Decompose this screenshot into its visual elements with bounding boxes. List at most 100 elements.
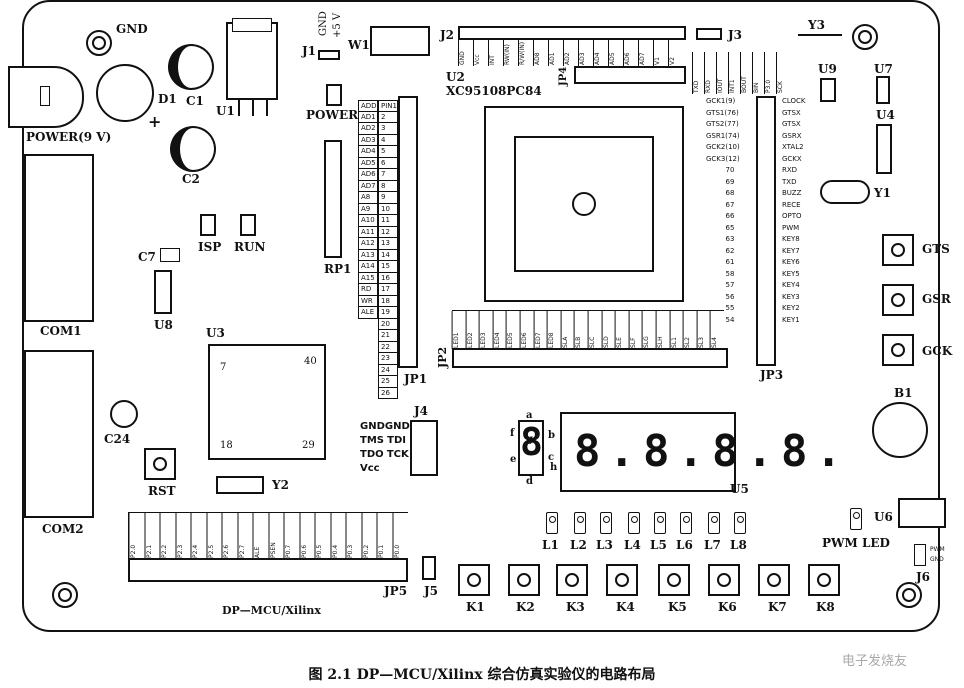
jp4-pin-3: INT1 <box>728 52 740 94</box>
single-seven-segment <box>518 420 544 476</box>
j2-pin-13: V1 <box>653 40 668 66</box>
key-k5-button[interactable] <box>658 564 690 596</box>
jp2-pin-9: SLB <box>574 311 588 349</box>
jp3-left-2: GTS2(77) <box>706 120 739 128</box>
jp2-pin-5: LED6 <box>519 311 534 349</box>
jp2-pin-10: SLC <box>587 311 602 349</box>
key-k3-label: K3 <box>566 600 585 614</box>
key-k4-button[interactable] <box>606 564 638 596</box>
j4-vcc-row: Vcc <box>358 462 410 476</box>
led-l2-label: L2 <box>570 538 587 552</box>
potentiometer-w1[interactable] <box>370 26 430 56</box>
y3-label: Y3 <box>808 18 825 32</box>
jp5-label: JP5 <box>384 584 408 598</box>
jp1-right-9: 10 <box>378 203 398 215</box>
seg-g-label: g <box>526 434 533 445</box>
serial-port-com2 <box>24 350 94 518</box>
key-k4-label: K4 <box>616 600 635 614</box>
jp1-left-18: ALE <box>358 307 378 319</box>
jp4-pin-6: P3.0 <box>764 52 776 94</box>
jp1-right-5: 6 <box>378 157 398 169</box>
display-u5 <box>560 412 736 492</box>
jp1-right-10: 11 <box>378 215 398 227</box>
gsr-button[interactable] <box>882 284 914 316</box>
jp5-pin-3: P2.3 <box>175 513 191 559</box>
led-l6-label: L6 <box>676 538 693 552</box>
u5-label: U5 <box>730 482 749 496</box>
jumper-j5[interactable] <box>422 556 436 580</box>
jp3-right-1: GTSX <box>782 108 801 117</box>
crystal-y3 <box>798 34 842 36</box>
jp1-right-labels: PIN1 2 3 4 5 6 7 8 9 10 11 12 13 14 15 1… <box>378 100 398 399</box>
capacitor-c24 <box>110 400 138 428</box>
key-k7-button[interactable] <box>758 564 790 596</box>
jp1-left-5: AD5 <box>358 157 378 169</box>
jp3-left-0: GCK1(9) <box>706 97 736 105</box>
jp5-pin-12: P0.5 <box>315 513 331 559</box>
jp1-right-14: 15 <box>378 261 398 273</box>
jp2-pin-6: LED7 <box>533 311 548 349</box>
u3-pin-40: 40 <box>304 356 317 367</box>
j4-pin-tdo: TDO <box>360 449 384 460</box>
serial-port-com1 <box>24 154 94 322</box>
j4-gnd-row: GNDGND <box>358 420 410 434</box>
pwm-led-label: PWM LED <box>822 536 890 550</box>
led-l1 <box>546 512 558 534</box>
jp4-pin-4: BOUT <box>740 52 752 94</box>
u7-label: U7 <box>874 62 893 76</box>
jp1-right-21: 22 <box>378 341 398 353</box>
gck-button[interactable] <box>882 334 914 366</box>
chip-u2-center-mark <box>572 192 596 216</box>
run-switch[interactable] <box>240 214 256 236</box>
key-k2-label: K2 <box>516 600 535 614</box>
led-l7-label: L7 <box>704 538 721 552</box>
jp2-pin-2: LED3 <box>479 311 493 349</box>
gts-button[interactable] <box>882 234 914 266</box>
j2-pin-11: AD6 <box>623 40 638 66</box>
key-k2-button[interactable] <box>508 564 540 596</box>
key-k3-button[interactable] <box>556 564 588 596</box>
j3-label: J3 <box>728 28 743 42</box>
jumper-j3[interactable] <box>696 28 722 40</box>
jp3-left-9: 67 <box>725 200 735 209</box>
jp5-pin-0: P2.0 <box>129 513 145 559</box>
j2-pin-10: AD5 <box>608 40 623 66</box>
jp1-left-1: AD1 <box>358 111 378 123</box>
jp2-pin-14: SLG <box>642 311 656 349</box>
key-k1-button[interactable] <box>458 564 490 596</box>
jp5-pin-7: P2.7 <box>237 513 253 559</box>
jp1-left-0: ADD <box>358 100 378 112</box>
led-l5 <box>654 512 666 534</box>
key-k8-button[interactable] <box>808 564 840 596</box>
jp1-right-13: 14 <box>378 249 398 261</box>
jp1-right-3: 4 <box>378 134 398 146</box>
seg-d-label: d <box>526 476 533 487</box>
jumper-j1[interactable] <box>318 50 340 60</box>
chip-u4 <box>876 124 892 174</box>
j2-pin-9: AD4 <box>593 40 608 66</box>
com2-label: COM2 <box>42 522 84 536</box>
jp3-right-16: KEY4 <box>782 281 800 289</box>
reset-button[interactable] <box>144 448 176 480</box>
led-l3-label: L3 <box>596 538 613 552</box>
header-jp2 <box>452 348 728 368</box>
jp1-left-labels: ADD AD1 AD2 AD3 AD4 AD5 AD6 AD7 A8 A9 A1… <box>358 100 378 319</box>
power-switch[interactable] <box>326 84 342 106</box>
jp1-left-13: A13 <box>358 249 378 261</box>
jp3-label: JP3 <box>760 368 784 382</box>
jp3-right-11: PWM <box>782 223 800 232</box>
isp-switch[interactable] <box>200 214 216 236</box>
gsr-label: GSR <box>922 292 951 306</box>
seg-h-label: h <box>550 462 558 473</box>
jp3-left-11: 65 <box>725 223 735 232</box>
jp3-left-3: GSR1(74) <box>706 131 740 140</box>
j4-pin-tms: TMS <box>360 435 384 446</box>
header-j2 <box>458 26 686 40</box>
jp1-right-24: 25 <box>378 376 398 388</box>
jp5-pin-10: P0.7 <box>284 513 300 559</box>
plus5v-label: +5 V <box>332 12 343 38</box>
capacitor-c7 <box>160 248 180 262</box>
key-k6-button[interactable] <box>708 564 740 596</box>
power-jack-pin <box>40 86 50 106</box>
jp4-pin-5: BIN <box>752 52 764 94</box>
